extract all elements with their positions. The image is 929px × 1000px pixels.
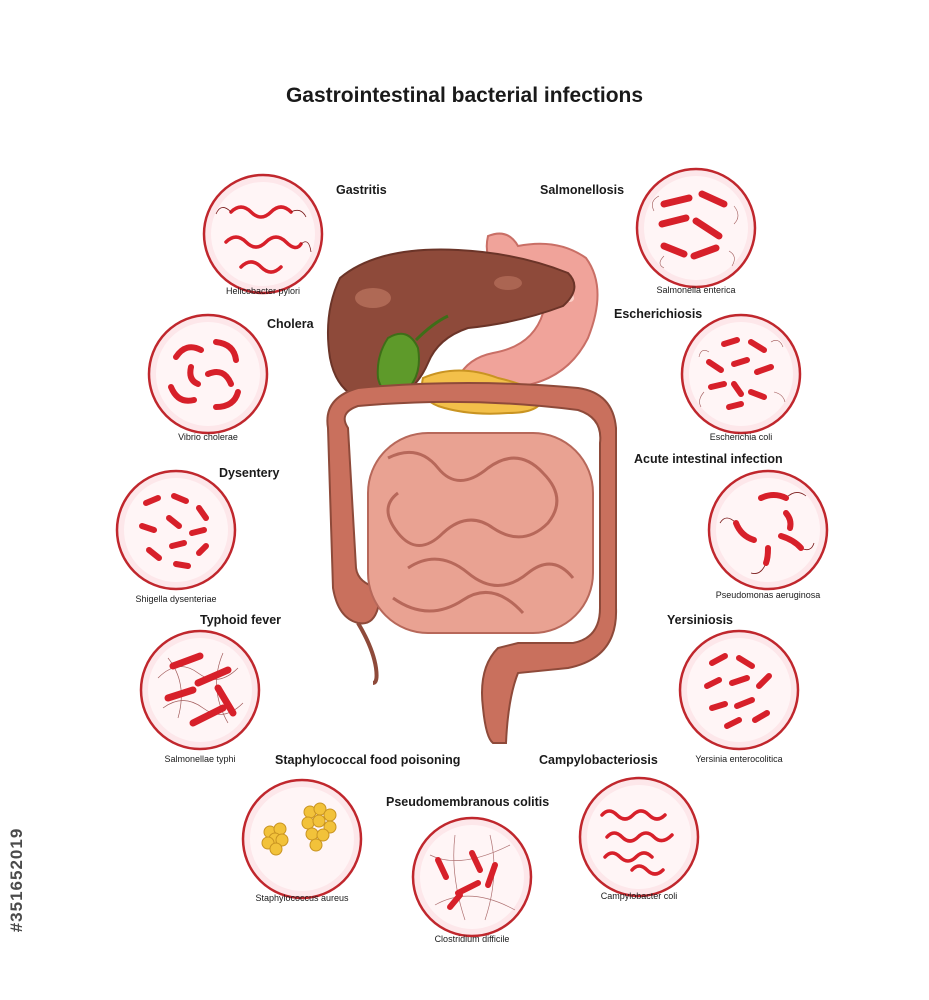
bacteria-circle-campylobacter — [578, 776, 700, 898]
bacteria-label-helicobacter: Helicobacter pylori — [225, 286, 301, 296]
page-title: Gastrointestinal bacterial infections — [285, 84, 644, 107]
disease-label-dysentery: Dysentery — [219, 466, 280, 480]
bacteria-label-clostridium: Clostridium difficile — [434, 934, 510, 944]
disease-label-staph: Staphylococcal food poisoning — [275, 753, 461, 767]
large-intestine — [326, 382, 618, 744]
disease-label-salmonellosis: Salmonellosis — [540, 183, 625, 197]
gallbladder — [376, 314, 449, 396]
bacteria-label-shigella: Shigella dysenteriae — [135, 594, 217, 604]
small-intestine — [367, 432, 594, 634]
bacteria-label-salmonellae-typhi: Salmonellae typhi — [164, 754, 236, 764]
bacteria-circle-salmonellae-typhi — [139, 629, 261, 751]
bacteria-circle-shigella — [115, 469, 237, 591]
bacteria-circle-helicobacter — [202, 173, 324, 295]
disease-label-pseudomembranous: Pseudomembranous colitis — [386, 795, 550, 809]
bacteria-circle-vibrio — [147, 313, 269, 435]
bacteria-circle-salmonella-enterica — [635, 167, 757, 289]
bacteria-label-escherichia: Escherichia coli — [709, 432, 773, 442]
bacteria-circle-staphylococcus — [241, 778, 363, 900]
bacteria-label-vibrio: Vibrio cholerae — [178, 432, 238, 442]
bacteria-label-yersinia: Yersinia enterocolitica — [695, 754, 783, 764]
disease-label-campylobacteriosis: Campylobacteriosis — [539, 753, 658, 767]
bacteria-label-pseudomonas: Pseudomonas aeruginosa — [715, 590, 821, 600]
disease-label-typhoid: Typhoid fever — [200, 613, 282, 627]
bacteria-circle-yersinia — [678, 629, 800, 751]
disease-label-cholera: Cholera — [267, 317, 314, 331]
disease-label-yersiniosis: Yersiniosis — [667, 613, 734, 627]
bacteria-label-staphylococcus: Staphylococcus aureus — [255, 893, 349, 903]
bacteria-circle-escherichia — [680, 313, 802, 435]
bacteria-label-salmonella-enterica: Salmonella enterica — [656, 285, 736, 295]
disease-label-acute-intestinal: Acute intestinal infection — [634, 452, 783, 466]
bacteria-label-campylobacter: Campylobacter coli — [600, 891, 678, 901]
digestive-system-illustration — [326, 232, 618, 744]
stock-id-watermark: #351652019 — [7, 827, 26, 933]
bacteria-circle-clostridium — [411, 816, 533, 938]
bacteria-circle-pseudomonas — [707, 469, 829, 591]
disease-label-gastritis: Gastritis — [336, 183, 387, 197]
disease-label-escherichiosis: Escherichiosis — [614, 307, 703, 321]
